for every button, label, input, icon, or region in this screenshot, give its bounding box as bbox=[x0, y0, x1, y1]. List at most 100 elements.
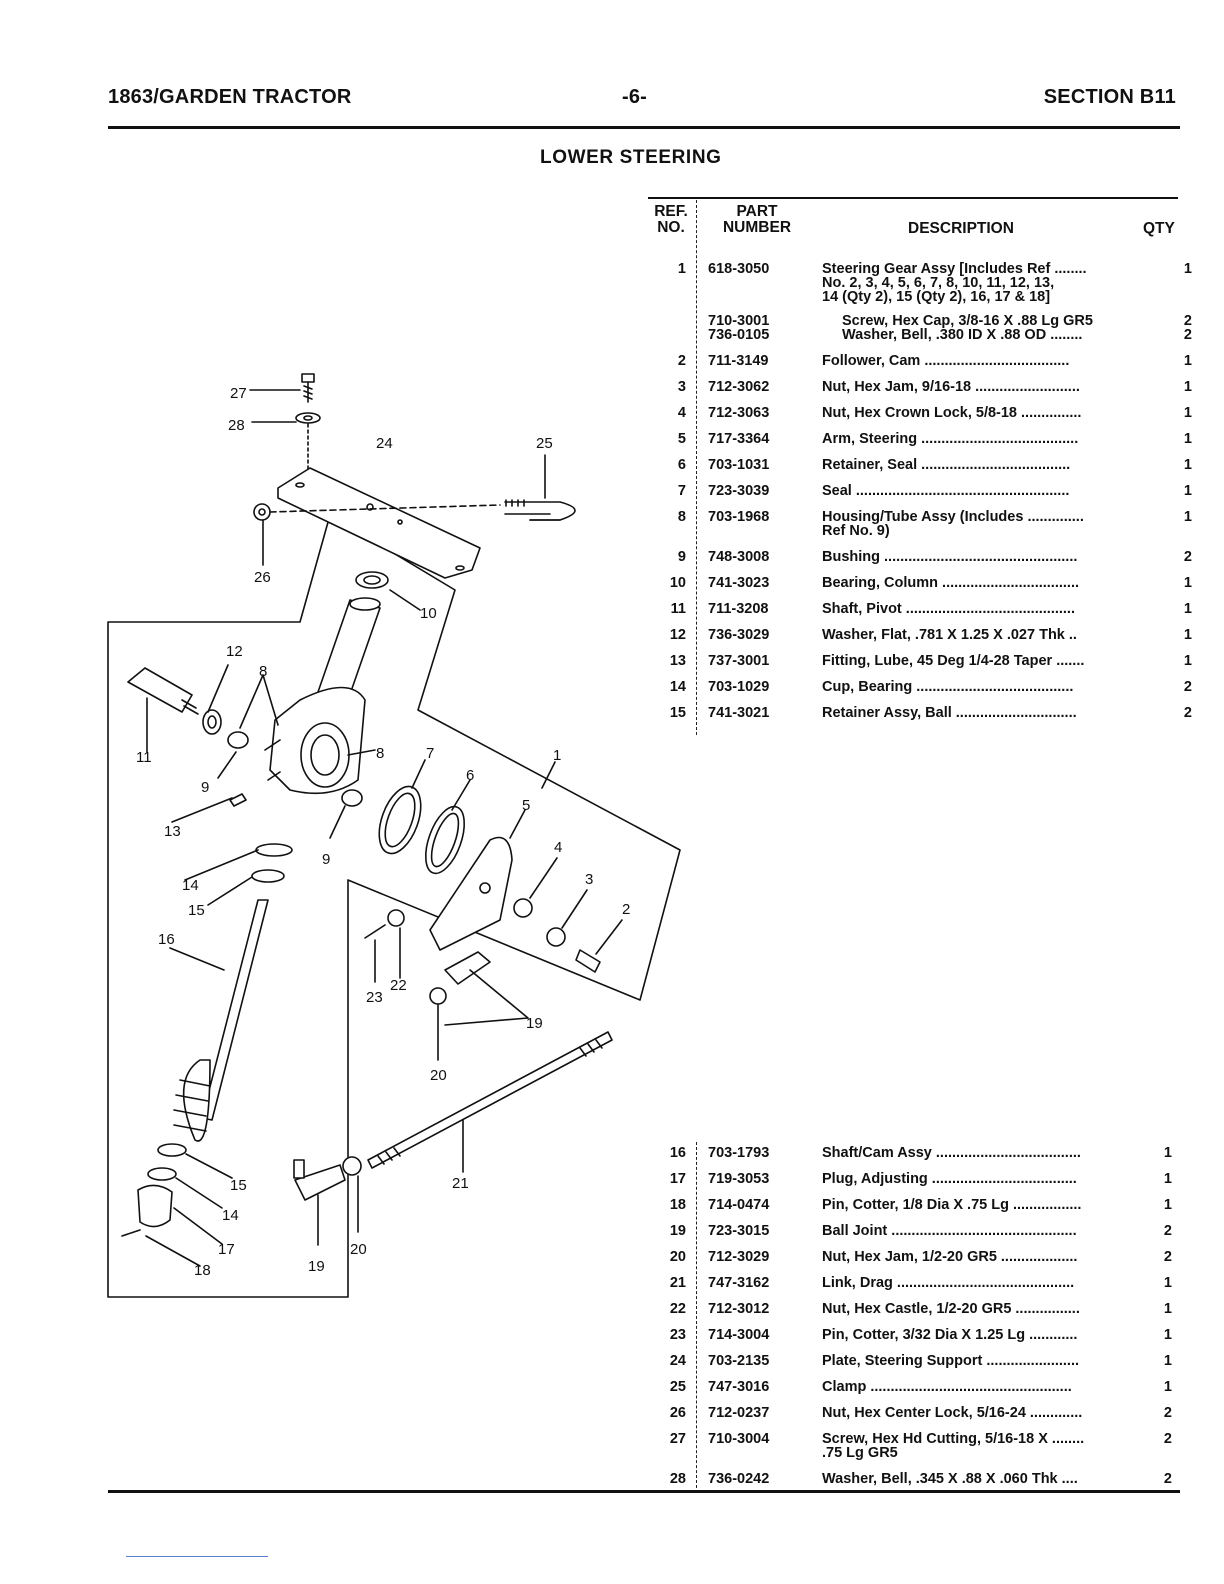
cell-desc: Plug, Adjusting ........................… bbox=[822, 1171, 1077, 1187]
section-label: SECTION B11 bbox=[1043, 86, 1176, 108]
cell-part: 710-3004 bbox=[708, 1431, 770, 1447]
cell-desc: Bearing, Column ........................… bbox=[822, 575, 1080, 591]
cell-ref: 20 bbox=[669, 1249, 686, 1265]
cell-part: 703-1793 bbox=[708, 1145, 770, 1161]
cell-desc: Nut, Hex Castle, 1/2-20 GR5 ............… bbox=[822, 1301, 1080, 1317]
cell-ref bbox=[648, 328, 696, 354]
callout-19b: 19 bbox=[308, 1258, 325, 1275]
callout-15a: 15 bbox=[188, 902, 205, 919]
callout-14b: 14 bbox=[222, 1207, 239, 1224]
callout-28: 28 bbox=[228, 417, 245, 434]
cell-desc: Bushing ................................… bbox=[822, 549, 1078, 565]
washer-12-icon bbox=[202, 709, 222, 735]
cell-ref: 21 bbox=[669, 1275, 686, 1291]
callout-20b: 20 bbox=[350, 1241, 367, 1258]
cell-qty: 1 bbox=[1163, 1353, 1172, 1369]
cell-part bbox=[696, 1446, 822, 1472]
callout-4: 4 bbox=[554, 839, 562, 856]
cell-part: 737-3001 bbox=[708, 653, 770, 669]
callout-10: 10 bbox=[420, 605, 437, 622]
cell-part: 719-3053 bbox=[708, 1171, 770, 1187]
table-row: 14 (Qty 2), 15 (Qty 2), 16, 17 & 18] bbox=[648, 290, 1192, 314]
cell-part: 747-3162 bbox=[708, 1275, 770, 1291]
cell-ref: 22 bbox=[669, 1301, 686, 1317]
retainer-seal-6-icon bbox=[424, 805, 466, 875]
cell-qty: 2 bbox=[1163, 1431, 1172, 1447]
callout-5: 5 bbox=[522, 797, 530, 814]
cell-desc: Washer, Bell, .380 ID X .88 OD ........ bbox=[842, 327, 1083, 343]
cell-qty: 1 bbox=[1183, 627, 1192, 643]
callout-22: 22 bbox=[390, 977, 407, 994]
cell-qty: 1 bbox=[1163, 1275, 1172, 1291]
col-header-part-line2: NUMBER bbox=[722, 219, 792, 236]
column-divider-bottom bbox=[696, 1142, 697, 1488]
callout-9a: 9 bbox=[201, 779, 209, 796]
cell-qty: 1 bbox=[1163, 1301, 1172, 1317]
lube-fitting-13-icon bbox=[229, 793, 247, 807]
cell-qty: 1 bbox=[1163, 1327, 1172, 1343]
cell-desc: Plate, Steering Support ................… bbox=[822, 1353, 1080, 1369]
cell-qty bbox=[1164, 524, 1192, 550]
cotter-pin-18-icon bbox=[121, 1229, 141, 1237]
cell-ref: 14 bbox=[669, 679, 686, 695]
callout-6: 6 bbox=[466, 767, 474, 784]
cell-qty: 2 bbox=[1163, 1249, 1172, 1265]
cell-ref: 28 bbox=[669, 1471, 686, 1487]
cell-ref: 1 bbox=[677, 261, 686, 277]
cell-desc: Nut, Hex Center Lock, 5/16-24 ..........… bbox=[822, 1405, 1083, 1421]
cell-part bbox=[696, 290, 822, 314]
col-header-description: DESCRIPTION bbox=[908, 220, 1014, 237]
adjusting-plug-17-icon bbox=[137, 1184, 173, 1228]
col-header-ref: REF. NO. bbox=[650, 204, 692, 236]
table-row: 736-0105 Washer, Bell, .380 ID X .88 OD .… bbox=[648, 328, 1192, 354]
cell-qty: 1 bbox=[1183, 353, 1192, 369]
clamp-u-bolt-icon bbox=[504, 499, 576, 521]
cell-desc: Link, Drag .............................… bbox=[822, 1275, 1075, 1291]
callout-23: 23 bbox=[366, 989, 383, 1006]
cell-desc: Follower, Cam ..........................… bbox=[822, 353, 1070, 369]
cell-qty: 1 bbox=[1163, 1145, 1172, 1161]
cell-part: 736-0105 bbox=[708, 327, 770, 343]
cell-desc: Shaft, Pivot ...........................… bbox=[822, 601, 1075, 617]
bearing-cup-14a-icon bbox=[255, 843, 293, 857]
cell-ref bbox=[648, 290, 696, 314]
table-row: 21 747-3162 Link, Drag ...................… bbox=[648, 1276, 1172, 1302]
cell-qty: 1 bbox=[1183, 509, 1192, 525]
exploded-parts-diagram: 27 28 24 25 26 10 12 8 8 11 9 9 13 7 6 1… bbox=[107, 373, 681, 1298]
callout-16: 16 bbox=[158, 931, 175, 948]
table-row: Ref No. 9) bbox=[648, 524, 1192, 550]
cell-qty: 1 bbox=[1183, 601, 1192, 617]
cell-part: 712-3062 bbox=[708, 379, 770, 395]
cell-part: 736-0242 bbox=[708, 1471, 770, 1487]
cell-qty: 1 bbox=[1163, 1379, 1172, 1395]
cell-part: 703-1029 bbox=[708, 679, 770, 695]
callout-14a: 14 bbox=[182, 877, 199, 894]
cell-ref: 13 bbox=[669, 653, 686, 669]
cell-desc: Retainer, Seal .........................… bbox=[822, 457, 1071, 473]
cell-ref: 23 bbox=[669, 1327, 686, 1343]
callout-17: 17 bbox=[218, 1241, 235, 1258]
cell-ref: 2 bbox=[677, 353, 686, 369]
cell-part: 741-3021 bbox=[708, 705, 770, 721]
jam-nut-20a-icon bbox=[429, 987, 447, 1005]
callout-9b: 9 bbox=[322, 851, 330, 868]
cell-qty: 1 bbox=[1183, 483, 1192, 499]
bearing-cup-14b-icon bbox=[147, 1167, 177, 1181]
cell-qty: 2 bbox=[1183, 705, 1192, 721]
cell-part: 711-3149 bbox=[708, 353, 769, 369]
nut-4-icon bbox=[513, 898, 533, 918]
cell-desc: No. 2, 3, 4, 5, 6, 7, 8, 10, 11, 12, 13, bbox=[822, 275, 1055, 291]
cell-part: 712-3012 bbox=[708, 1301, 770, 1317]
callout-21: 21 bbox=[452, 1175, 469, 1192]
